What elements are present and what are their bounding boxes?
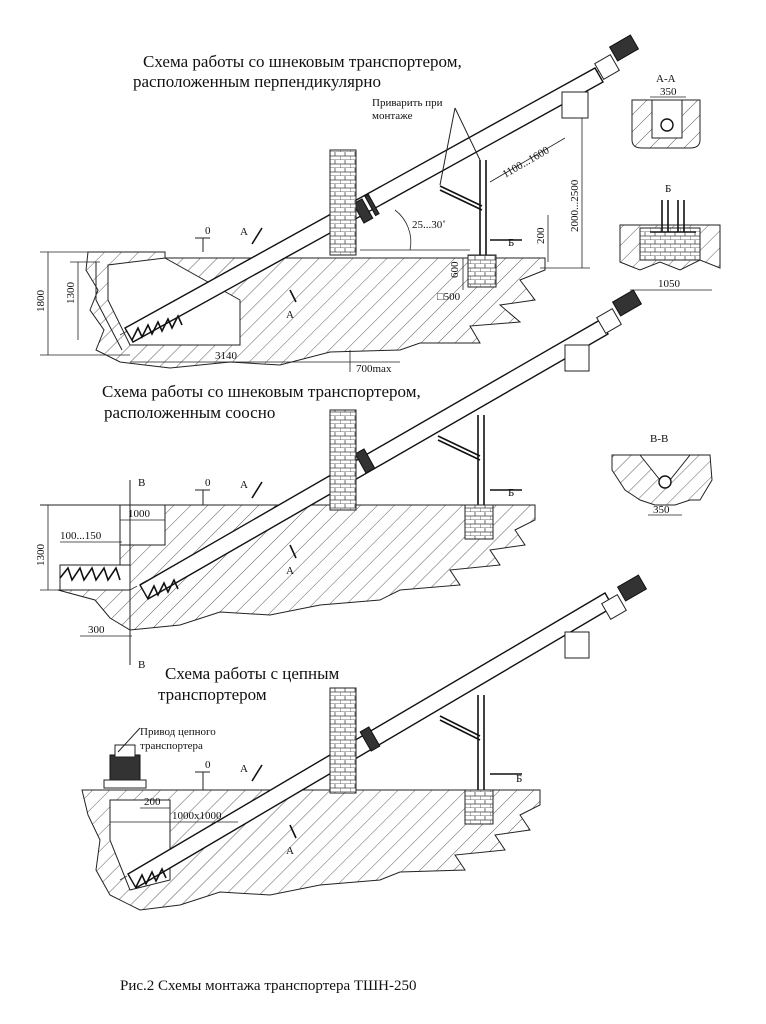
drive-note-line1: Привод цепного (140, 726, 216, 738)
section-b (619, 200, 721, 291)
section-letter-a-4: А (286, 565, 294, 577)
weld-note-line2: монтаже (372, 110, 413, 122)
brick-wall-1 (329, 149, 357, 256)
section-letter-a-5: А (240, 763, 248, 775)
dim-500: □500 (437, 291, 461, 303)
section-letter-b-2: Б (508, 487, 514, 499)
drive-leader (117, 727, 141, 753)
brick-wall-3 (329, 687, 357, 794)
drive-motor-2 (564, 289, 643, 372)
dim-1000x1000: 1000x1000 (172, 810, 222, 822)
section-letter-a-3: А (240, 479, 248, 491)
dim-1000: 1000 (128, 508, 151, 520)
dim-1050: 1050 (658, 278, 681, 290)
brick-wall-2 (329, 409, 357, 511)
scheme3-title-line2: транспортером (158, 685, 267, 704)
scheme-coaxial (40, 289, 643, 665)
figure-caption: Рис.2 Схемы монтажа транспортера ТШН-250 (120, 978, 416, 994)
zero-mark-1: 0 (205, 225, 211, 237)
dim-100-150: 100...150 (60, 530, 102, 542)
foundation-1 (467, 254, 497, 288)
flange-joint-2 (354, 448, 376, 474)
section-aa (631, 96, 701, 149)
dim-300: 300 (88, 624, 105, 636)
scheme3-title-line1: Схема работы с цепным (165, 664, 340, 683)
section-letter-v-2: В (138, 659, 145, 671)
dim-700max: 700max (356, 363, 392, 375)
dim-600: 600 (449, 261, 461, 278)
dim-1800: 1800 (35, 290, 47, 313)
dim-1100-1600: 1100...1600 (501, 144, 552, 181)
zero-mark-2: 0 (205, 477, 211, 489)
zero-mark-3: 0 (205, 759, 211, 771)
dim-1300-b: 1300 (35, 544, 47, 567)
dim-1300: 1300 (65, 282, 77, 305)
section-letter-b-3: Б (516, 773, 522, 785)
ground-section-3 (81, 789, 541, 911)
auger-2 (59, 566, 121, 582)
scheme2-title-line2: расположенным соосно (104, 403, 275, 422)
section-letter-b-1: Б (508, 237, 514, 249)
auger-1 (131, 314, 183, 341)
dim-2000-2500: 2000...2500 (569, 179, 581, 232)
section-letter-a-2: А (286, 309, 294, 321)
scheme-chain (81, 574, 648, 911)
drive-motor-3 (564, 574, 648, 659)
section-letter-a-1: А (240, 226, 248, 238)
dim-350-aa: 350 (660, 86, 677, 98)
drive-note-line2: транспортера (140, 740, 203, 752)
dim-200: 200 (535, 227, 547, 244)
dim-350-vv: 350 (653, 504, 670, 516)
chain-3 (135, 867, 167, 888)
weld-leader (439, 107, 481, 186)
section-letter-v-1: В (138, 477, 145, 489)
section-b-title: Б (665, 183, 671, 195)
drive-motor-1 (561, 34, 640, 119)
scheme-perpendicular (40, 34, 640, 372)
scheme2-title-line1: Схема работы со шнековым транспортером, (102, 382, 421, 401)
section-aa-title: А-А (656, 73, 676, 85)
weld-note-line1: Приварить при (372, 97, 443, 109)
dim-angle: 25...30˚ (412, 219, 446, 231)
scheme1-title-line1: Схема работы со шнековым транспортером, (143, 52, 462, 71)
section-vv (611, 454, 713, 516)
scheme1-title-line2: расположенным перпендикулярно (133, 72, 381, 91)
section-vv-title: В-В (650, 433, 668, 445)
flange-joint-1 (352, 198, 374, 224)
section-letter-a-6: А (286, 845, 294, 857)
conveyor-tube-2 (139, 319, 609, 600)
dim-200-c: 200 (144, 796, 161, 808)
section-mark-a (251, 227, 263, 245)
dim-3140: 3140 (215, 350, 238, 362)
